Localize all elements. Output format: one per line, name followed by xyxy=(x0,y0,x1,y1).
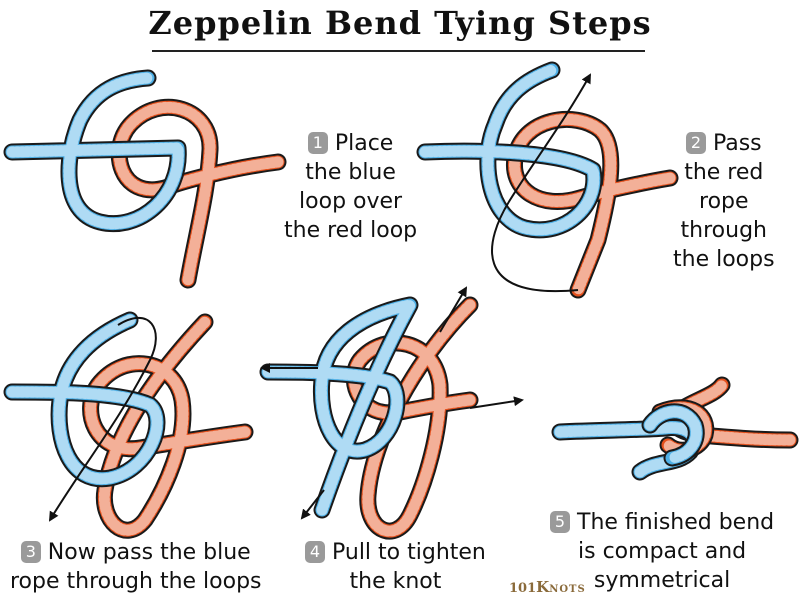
step2-line-2: the red xyxy=(684,160,764,185)
step3-illustration xyxy=(3,311,254,539)
step-number-badge: 2 xyxy=(685,132,706,154)
step1-caption: 1 Place the blue loop over the red loop xyxy=(284,129,417,245)
step5-caption: 5 The finished bend is compact and symmet… xyxy=(550,508,774,595)
step1-line-4: the red loop xyxy=(284,218,418,243)
step5-line-2: is compact and xyxy=(578,539,747,564)
step3-caption: 3 Now pass the blue rope through the loop… xyxy=(10,538,262,596)
logo-rest: NOTS xyxy=(549,584,586,595)
step2-line-3: rope xyxy=(699,189,749,214)
step2-arrow xyxy=(491,73,591,293)
step4-arrow-right xyxy=(469,396,524,409)
step2-line-5: the loops xyxy=(673,247,775,272)
step4-line-2: the knot xyxy=(349,569,442,594)
step5-illustration xyxy=(551,376,799,481)
step-number-badge: 5 xyxy=(550,511,570,533)
step1-line-1: Place xyxy=(334,131,394,156)
step5-line-3: symmetrical xyxy=(593,568,731,593)
step1-line-3: loop over xyxy=(299,189,403,214)
step3-line-2: rope through the loops xyxy=(10,569,262,594)
step4-line-1: Pull to tighten xyxy=(332,540,486,565)
step-number-badge: 4 xyxy=(305,541,325,563)
step3-line-1: Now pass the blue xyxy=(47,540,251,565)
title-underline xyxy=(152,50,645,52)
step3-red-rope xyxy=(82,313,254,539)
step4-arrow-down xyxy=(300,489,325,520)
step-number-badge: 1 xyxy=(307,132,328,154)
logo-k: K xyxy=(536,578,550,596)
step1-line-2: the blue xyxy=(305,160,396,185)
step1-blue-rope xyxy=(3,69,187,232)
step2-caption: 2 Pass the red rope through the loops xyxy=(673,129,775,274)
step4-red-rope xyxy=(345,296,479,540)
step2-illustration xyxy=(416,61,679,299)
step2-line-4: through xyxy=(680,218,767,243)
step3-blue-rope xyxy=(3,311,166,488)
step1-illustration xyxy=(3,69,287,289)
step2-line-1: Pass xyxy=(712,131,762,156)
step5-line-1: The finished bend xyxy=(577,510,775,535)
step4-illustration xyxy=(259,286,524,540)
step-number-badge: 3 xyxy=(20,541,41,563)
step4-blue-rope xyxy=(259,296,419,519)
site-logo: 101KNOTS xyxy=(509,578,586,596)
page-title: Zeppelin Bend Tying Steps xyxy=(148,4,652,42)
step3-arrow xyxy=(48,316,157,522)
logo-number: 101 xyxy=(509,581,537,596)
step4-caption: 4 Pull to tighten the knot xyxy=(305,538,486,596)
step2-blue-rope xyxy=(416,61,603,239)
step4-arrow-up xyxy=(439,286,468,333)
step1-red-rope xyxy=(110,98,287,289)
